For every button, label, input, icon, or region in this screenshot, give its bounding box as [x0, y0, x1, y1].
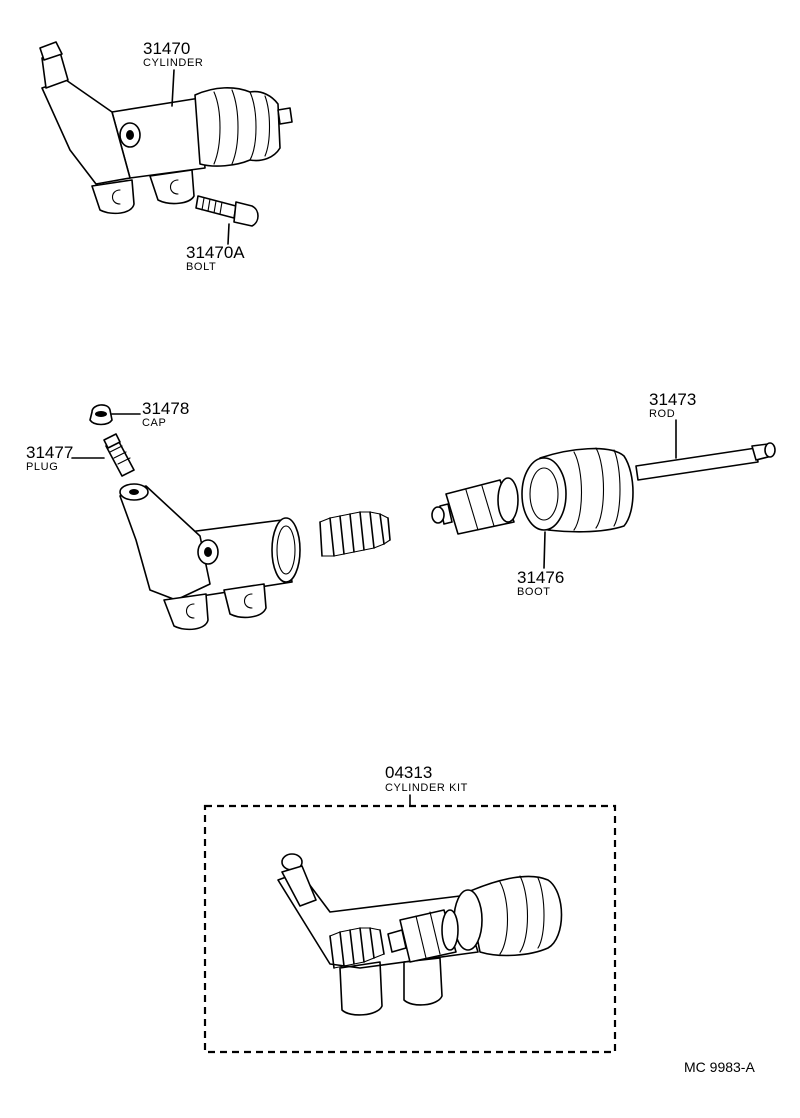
- kit-dashed-frame: [203, 804, 617, 1054]
- boot-drawing: [521, 447, 634, 533]
- boot-part-name: BOOT: [517, 586, 551, 598]
- piston-drawing: [431, 477, 519, 535]
- cylinder-part-number: 31470: [143, 39, 190, 58]
- kit-components-drawing: [277, 853, 563, 1016]
- bolt-part-name: BOLT: [186, 261, 216, 273]
- boot-part-number: 31476: [517, 568, 564, 587]
- assembled-cylinder-drawing: [39, 41, 293, 215]
- diagram-reference-code: MC 9983-A: [684, 1059, 755, 1075]
- cap-part-name: CAP: [142, 417, 166, 429]
- cylinder-body-drawing: [119, 483, 301, 631]
- spring-drawing: [319, 511, 391, 557]
- cap-drawing: [89, 404, 113, 426]
- kit-part-name: CYLINDER KIT: [385, 782, 468, 794]
- kit-part-number: 04313: [385, 763, 432, 782]
- bolt-drawing: [195, 195, 259, 227]
- rod-part-name: ROD: [649, 408, 675, 420]
- cap-part-number: 31478: [142, 399, 189, 418]
- rod-drawing: [635, 442, 776, 481]
- bolt-part-number: 31470A: [186, 243, 245, 262]
- plug-drawing: [103, 433, 135, 477]
- rod-part-number: 31473: [649, 390, 696, 409]
- plug-part-number: 31477: [26, 443, 73, 462]
- cylinder-part-name: CYLINDER: [143, 57, 203, 69]
- plug-part-name: PLUG: [26, 461, 58, 473]
